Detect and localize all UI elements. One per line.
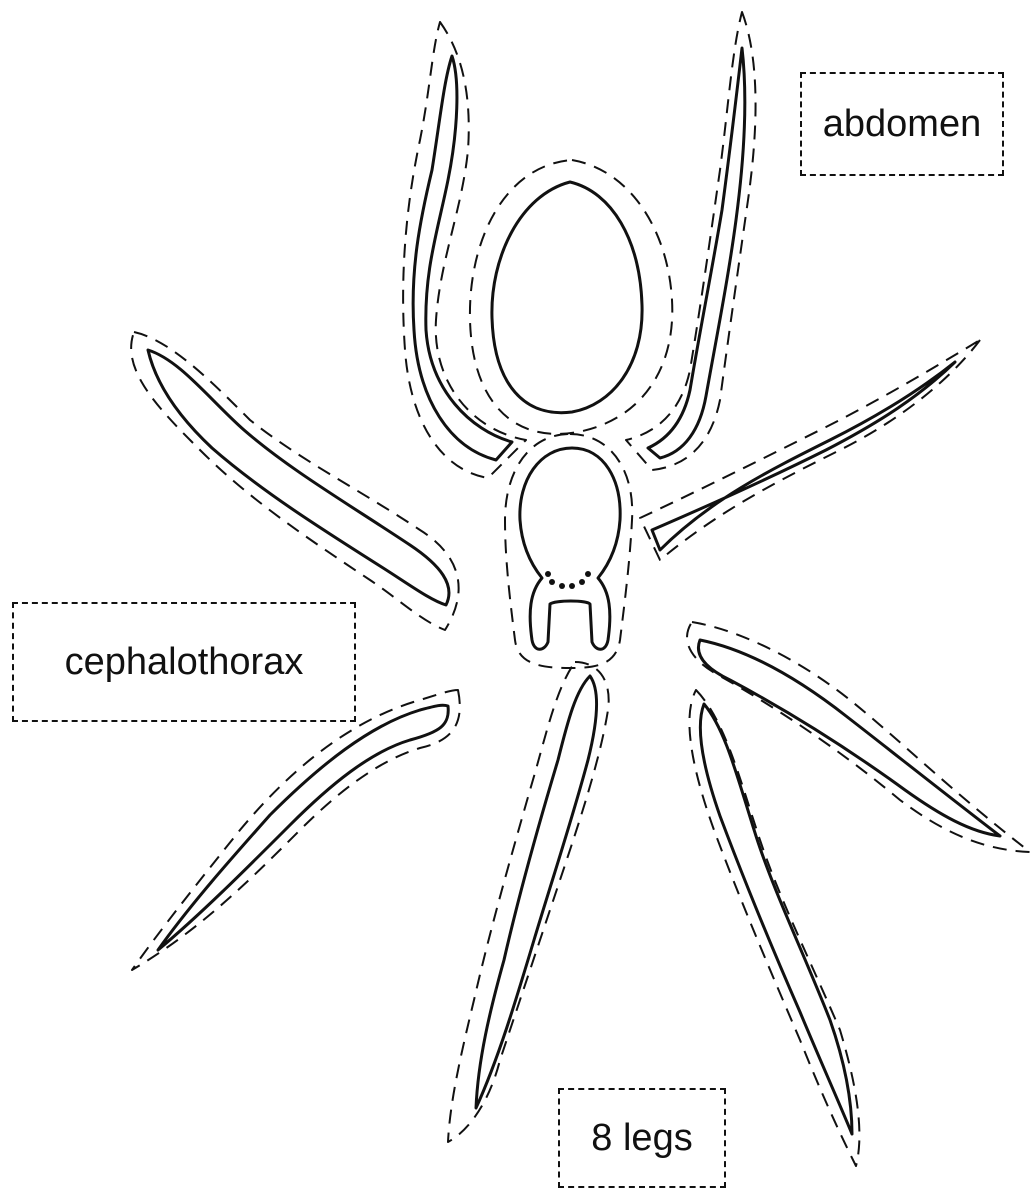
cephalothorax-label-text: cephalothorax	[65, 641, 304, 684]
abdomen-label-text: abdomen	[823, 103, 981, 146]
leg-lower-left	[132, 690, 460, 970]
leg-lower-right	[687, 622, 1030, 852]
leg-middle-left	[131, 332, 458, 630]
leg-upper-left-front	[403, 22, 526, 478]
leg-lower-center-left	[448, 662, 609, 1142]
leg-middle-right	[640, 340, 980, 560]
cephalothorax-cutout	[505, 434, 632, 668]
abdomen-cutout	[470, 160, 672, 434]
cephalothorax-label: cephalothorax	[12, 602, 356, 722]
legs-label: 8 legs	[558, 1088, 726, 1188]
leg-upper-right-front	[626, 12, 756, 470]
abdomen-label: abdomen	[800, 72, 1004, 176]
legs-label-text: 8 legs	[591, 1117, 692, 1160]
